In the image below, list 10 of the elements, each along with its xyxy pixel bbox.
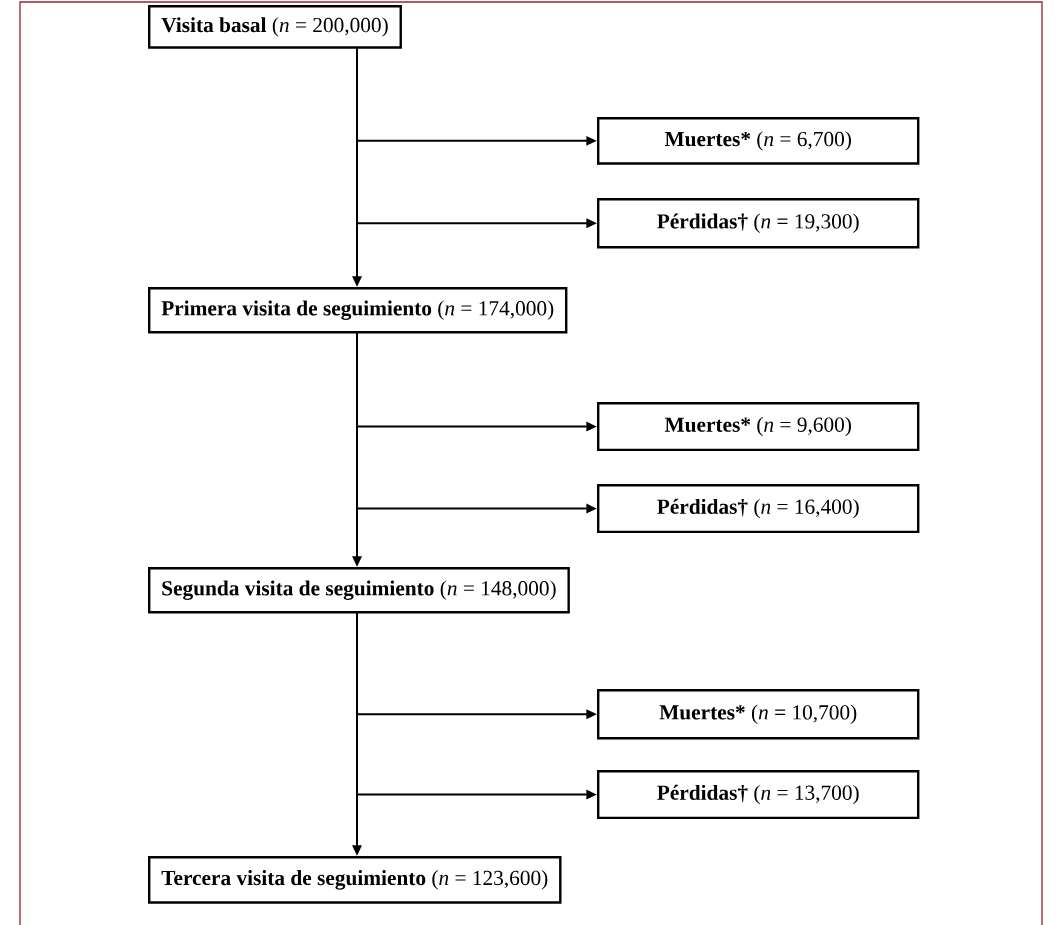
stage-box: Visita basal (n = 200,000) bbox=[148, 5, 402, 49]
exclusion-box: Pérdidas† (n = 13,700) bbox=[597, 770, 920, 820]
exclusion-box: Muertes* (n = 10,700) bbox=[597, 689, 920, 740]
exclusion-box: Pérdidas† (n = 16,400) bbox=[597, 484, 920, 534]
stage-box: Primera visita de seguimiento (n = 174,000) bbox=[148, 287, 568, 334]
exclusion-box: Muertes* (n = 6,700) bbox=[597, 117, 920, 165]
exclusion-box: Muertes* (n = 9,600) bbox=[597, 402, 920, 452]
exclusion-box: Pérdidas† (n = 19,300) bbox=[597, 198, 920, 249]
stage-box: Segunda visita de seguimiento (n = 148,000) bbox=[148, 567, 570, 614]
stage-box: Tercera visita de seguimiento (n = 123,600) bbox=[148, 856, 562, 904]
